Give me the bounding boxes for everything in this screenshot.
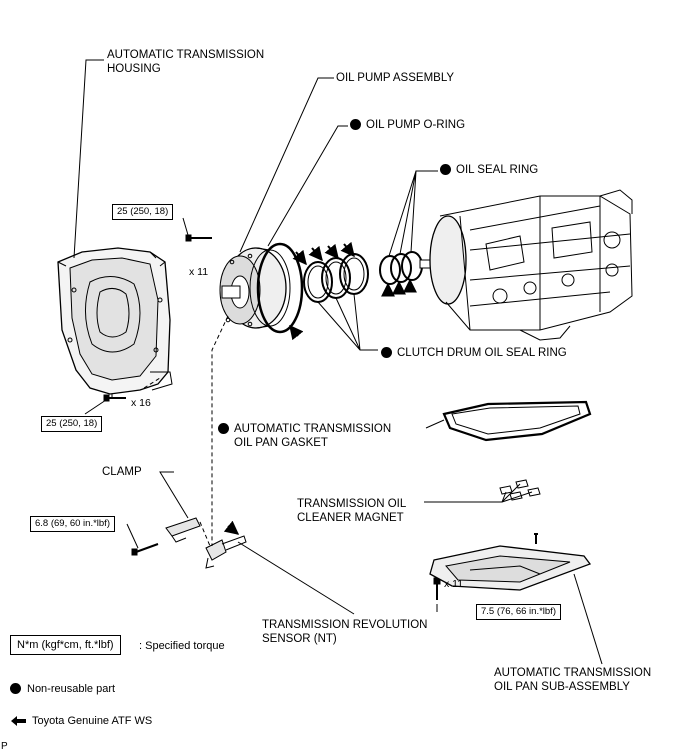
non-reusable-dot-icon — [381, 347, 392, 358]
label-oil-pan-sub-assembly: AUTOMATIC TRANSMISSION OIL PAN SUB-ASSEM… — [494, 667, 652, 693]
label-oil-seal-ring: OIL SEAL RING — [440, 163, 538, 177]
corner-mark: P — [1, 741, 8, 752]
clamp-bolt-drawing — [131, 543, 159, 556]
label-transmission-housing: AUTOMATIC TRANSMISSION HOUSING — [107, 49, 265, 75]
pump-bolt-drawing — [185, 234, 212, 242]
legend-atf: Toyota Genuine ATF WS — [32, 715, 153, 727]
torque-box-clamp-bolt: 6.8 (69, 60 in.*lbf) — [30, 516, 115, 532]
clamp-drawing — [165, 517, 201, 543]
oil-pump-drawing — [219, 247, 291, 329]
legend-torque-text: : Specified torque — [139, 640, 225, 652]
transmission-housing-drawing — [57, 247, 173, 395]
label-clutch-drum-oil-seal-ring: CLUTCH DRUM OIL SEAL RING — [381, 346, 567, 360]
legend-non-reusable: Non-reusable part — [10, 682, 115, 696]
torque-box-pump-bolts: 25 (250, 18) — [112, 204, 174, 220]
non-reusable-dot-icon — [440, 164, 451, 175]
oil-seal-rings-drawing — [379, 251, 423, 285]
pan-bolt-drawing — [433, 577, 441, 600]
transmission-case-drawing — [419, 189, 633, 341]
leader-lines — [73, 59, 603, 665]
atf-arrow-icon — [11, 716, 26, 726]
legend-torque-box: N*m (kgf*cm, ft.*lbf) — [10, 635, 121, 655]
dashed-connectors — [111, 315, 229, 547]
label-oil-pump-oring: OIL PUMP O-RING — [350, 118, 465, 132]
label-cleaner-magnet: TRANSMISSION OIL CLEANER MAGNET — [297, 498, 407, 524]
torque-box-pan-bolts: 7.5 (76, 66 in.*lbf) — [476, 604, 561, 620]
housing-bolt-drawing — [103, 394, 126, 402]
label-oil-pan-gasket: AUTOMATIC TRANSMISSION OIL PAN GASKET — [218, 422, 391, 450]
count-pump-bolts: x 11 — [189, 266, 209, 278]
cleaner-magnets-drawing — [499, 479, 541, 501]
clutch-drum-seal-rings-drawing — [303, 253, 369, 303]
non-reusable-dot-icon — [218, 423, 229, 434]
label-revolution-sensor: TRANSMISSION REVOLUTION SENSOR (NT) — [262, 619, 428, 645]
label-clamp: CLAMP — [102, 466, 142, 478]
torque-box-housing-bolts: 25 (250, 18) — [41, 416, 103, 432]
atf-arrows — [223, 241, 417, 535]
oil-pump-oring-drawing — [256, 242, 304, 334]
non-reusable-dot-icon — [350, 119, 361, 130]
non-reusable-dot-icon — [10, 683, 21, 694]
count-housing-bolts: x 16 — [131, 397, 151, 409]
oil-pan-gasket-drawing — [442, 400, 592, 442]
count-pan-bolts: x 11 — [444, 578, 464, 590]
label-oil-pump-assembly: OIL PUMP ASSEMBLY — [336, 72, 455, 84]
revolution-sensor-drawing — [205, 535, 247, 569]
oil-pan-drawing — [429, 533, 592, 591]
